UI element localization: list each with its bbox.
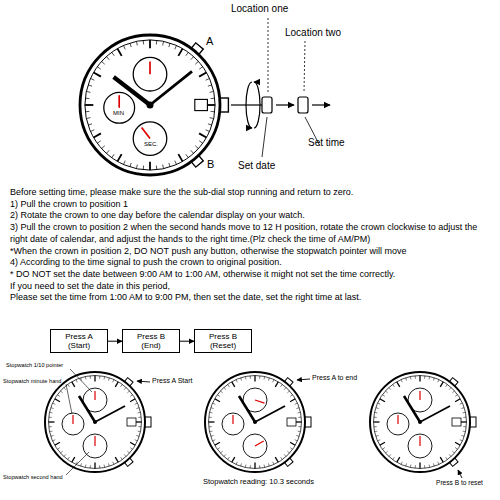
watch-reset-part bbox=[418, 420, 422, 424]
crown-label: Set time bbox=[308, 137, 345, 149]
crown-label: Set date bbox=[238, 160, 275, 172]
leader-lines-part bbox=[66, 452, 89, 475]
location-label: Location one bbox=[231, 3, 288, 15]
watch-end-part bbox=[239, 396, 255, 422]
main-watch-part bbox=[149, 62, 151, 75]
crown-positions-part bbox=[304, 41, 305, 93]
watch-end-part bbox=[205, 372, 311, 472]
instruction-line: * DO NOT set the date between 9:00 AM to… bbox=[10, 269, 492, 281]
main-watch-part bbox=[80, 35, 228, 175]
instruction-line: *When the crown in position 2, DO NOT pu… bbox=[10, 246, 492, 258]
watch-reset-part bbox=[420, 406, 450, 422]
crown-positions-part bbox=[276, 104, 294, 105]
press-label: Press B to reset bbox=[436, 479, 483, 487]
flow-arrow bbox=[180, 341, 194, 342]
watch-reset-part bbox=[404, 396, 420, 422]
watch-end-part bbox=[255, 441, 264, 446]
watch-reset-part bbox=[419, 391, 420, 400]
watch-start-part bbox=[94, 436, 95, 446]
crown-positions-part bbox=[298, 97, 308, 113]
main-watch-part bbox=[114, 77, 150, 105]
button-letter: A bbox=[206, 35, 213, 48]
part-label: Stopwatch second hand bbox=[3, 474, 63, 481]
crown-positions-part bbox=[254, 82, 260, 128]
leader-lines-part bbox=[297, 379, 310, 380]
watch-reset-part bbox=[397, 415, 398, 424]
subdial-text: SEC. bbox=[143, 141, 159, 148]
part-label: Stopwatch 1/10 pointer bbox=[6, 362, 63, 369]
flow-arrow bbox=[108, 341, 122, 342]
leader-lines bbox=[66, 369, 462, 478]
watch-start-part bbox=[95, 406, 125, 422]
watch-end bbox=[205, 372, 311, 472]
leader-lines-part bbox=[458, 470, 462, 478]
watch-end-part bbox=[255, 400, 265, 403]
flow-box: Press A (Start) bbox=[50, 329, 108, 353]
crown-positions-part bbox=[262, 97, 272, 113]
watch-start-part bbox=[45, 372, 151, 472]
subdial-text: MIN bbox=[112, 110, 125, 117]
part-label: Stopwatch minute hand bbox=[3, 378, 61, 385]
crown-positions-part bbox=[246, 82, 252, 128]
watch-reset bbox=[370, 372, 476, 472]
button-letter: B bbox=[207, 158, 214, 171]
location-label: Location two bbox=[285, 27, 341, 39]
crown-positions-part bbox=[268, 18, 269, 93]
box-text: Press A (Start) bbox=[65, 332, 93, 350]
watch-start bbox=[45, 372, 151, 472]
instruction-line: 3) Pull the crown to position 2 when the… bbox=[10, 222, 492, 245]
instruction-line: 1) Pull the crown to position 1 bbox=[10, 199, 492, 211]
crown-positions bbox=[231, 18, 330, 157]
instruction-line: 2) Rotate the crown to one day before th… bbox=[10, 210, 492, 222]
main-watch-part bbox=[150, 71, 192, 105]
flow-box: Press B (End) bbox=[122, 329, 180, 353]
instruction-text: Before setting time, please make sure th… bbox=[10, 187, 492, 304]
watch-start-part bbox=[79, 396, 95, 422]
box-text: Press B (End) bbox=[137, 332, 165, 350]
watch-reset-part bbox=[370, 372, 476, 472]
watch-reset-part bbox=[419, 436, 420, 446]
main-watch-part bbox=[142, 127, 150, 138]
reading-label: Stopwatch reading: 10.3 seconds bbox=[203, 477, 314, 486]
instruction-line: Before setting time, please make sure th… bbox=[10, 187, 492, 199]
crown-positions-part bbox=[312, 104, 330, 105]
watch-end-part bbox=[255, 406, 285, 422]
leader-lines-part bbox=[70, 369, 92, 392]
watch-end-part bbox=[253, 420, 257, 424]
instruction-line: If you need to set the date in this peri… bbox=[10, 281, 492, 293]
watch-start-part bbox=[93, 420, 97, 424]
crown-positions-part bbox=[262, 117, 267, 157]
instruction-line: Please set the time from 1:00 AM to 9:00… bbox=[10, 292, 492, 304]
watch-start-part bbox=[72, 415, 73, 424]
watch-start-part bbox=[94, 391, 95, 400]
watch-end-part bbox=[232, 415, 233, 424]
press-label: Press A to end bbox=[312, 374, 357, 382]
main-watch-part bbox=[147, 102, 154, 109]
box-text: Press B (Reset) bbox=[209, 332, 237, 350]
press-label: Press A Start bbox=[152, 377, 192, 385]
leader-lines-part bbox=[66, 384, 72, 414]
main-watch bbox=[80, 35, 228, 175]
main-watch-part bbox=[118, 95, 120, 108]
instruction-line: 4) According to the time signal to push … bbox=[10, 257, 492, 269]
leader-lines-part bbox=[137, 381, 150, 382]
flow-box: Press B (Reset) bbox=[194, 329, 252, 353]
